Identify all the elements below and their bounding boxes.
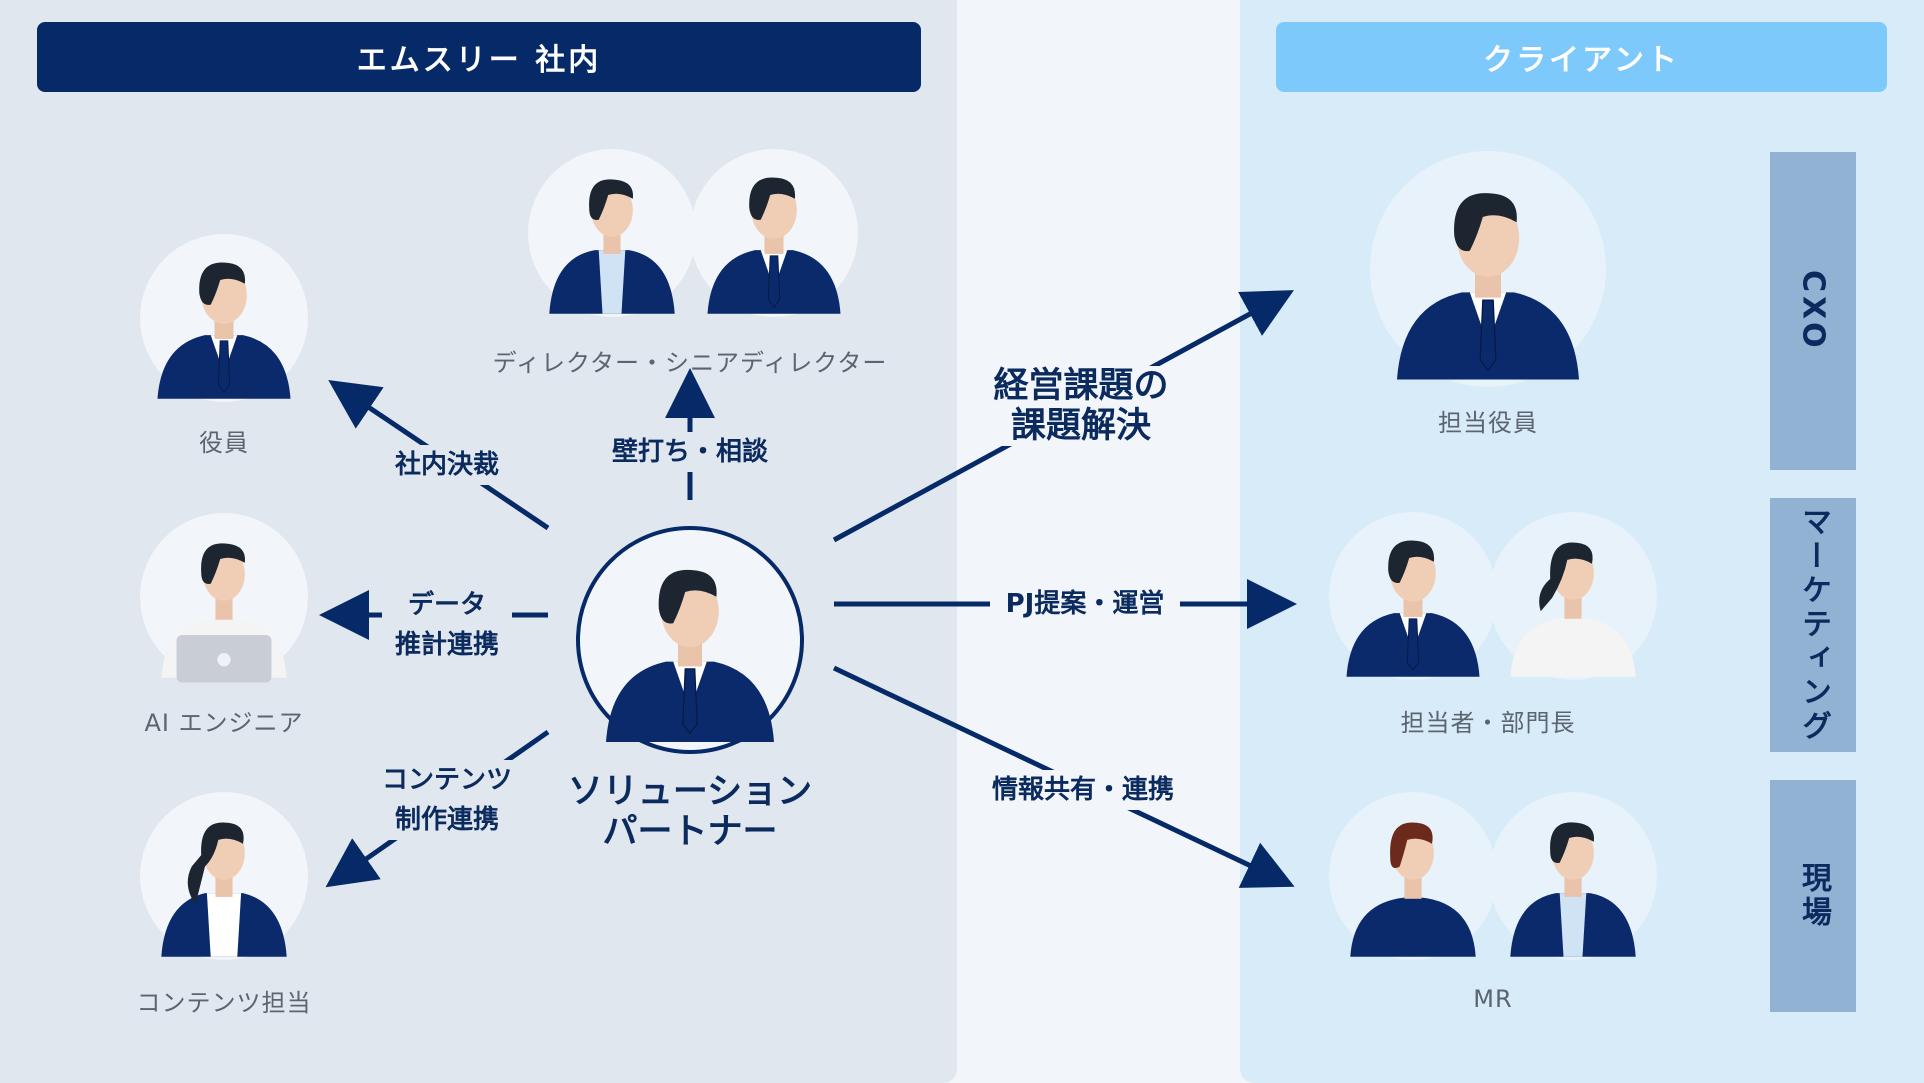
label-problem: 経営課題の 課題解決 xyxy=(966,366,1196,446)
avatar-senior-director xyxy=(690,149,858,317)
internal-header: エムスリー 社内 xyxy=(37,22,921,92)
label-content: コンテンツ 制作連携 xyxy=(362,760,532,840)
tier-marketing: マーケティング xyxy=(1770,498,1856,752)
tier-cxo: CXO xyxy=(1770,152,1856,470)
avatar-client-manager xyxy=(1489,512,1657,680)
label-client-mr: MR xyxy=(1473,985,1513,1013)
avatar-ai-engineer xyxy=(140,513,308,683)
avatar-client-mr-2 xyxy=(1489,792,1657,960)
avatar-content xyxy=(140,792,308,960)
avatar-executive xyxy=(140,234,308,402)
label-content-person: コンテンツ担当 xyxy=(136,989,312,1017)
tier-field: 現場 xyxy=(1770,780,1856,1012)
label-solution-partner: ソリューション パートナー xyxy=(567,772,813,852)
label-client-exec: 担当役員 xyxy=(1438,409,1538,437)
label-consult: 壁打ち・相談 xyxy=(600,432,780,472)
avatar-client-mr-1 xyxy=(1329,792,1497,960)
tier-cxo-label: CXO xyxy=(1795,270,1831,352)
label-share: 情報共有・連携 xyxy=(978,770,1188,810)
label-project: PJ提案・運営 xyxy=(990,584,1180,624)
tier-field-label: 現場 xyxy=(1796,862,1831,930)
label-data: データ 推計連携 xyxy=(382,585,512,665)
label-decision: 社内決裁 xyxy=(372,445,522,485)
avatar-solution-partner xyxy=(576,526,804,754)
client-header: クライアント xyxy=(1276,22,1887,92)
avatar-client-staff xyxy=(1329,512,1497,680)
label-director: ディレクター・シニアディレクター xyxy=(492,349,888,377)
avatar-director xyxy=(528,149,696,317)
label-executive: 役員 xyxy=(199,429,249,457)
tier-marketing-label: マーケティング xyxy=(1796,506,1831,744)
label-client-staff: 担当者・部門長 xyxy=(1400,709,1576,737)
avatar-client-exec xyxy=(1370,151,1606,387)
label-ai-engineer: AI エンジニア xyxy=(144,709,304,737)
